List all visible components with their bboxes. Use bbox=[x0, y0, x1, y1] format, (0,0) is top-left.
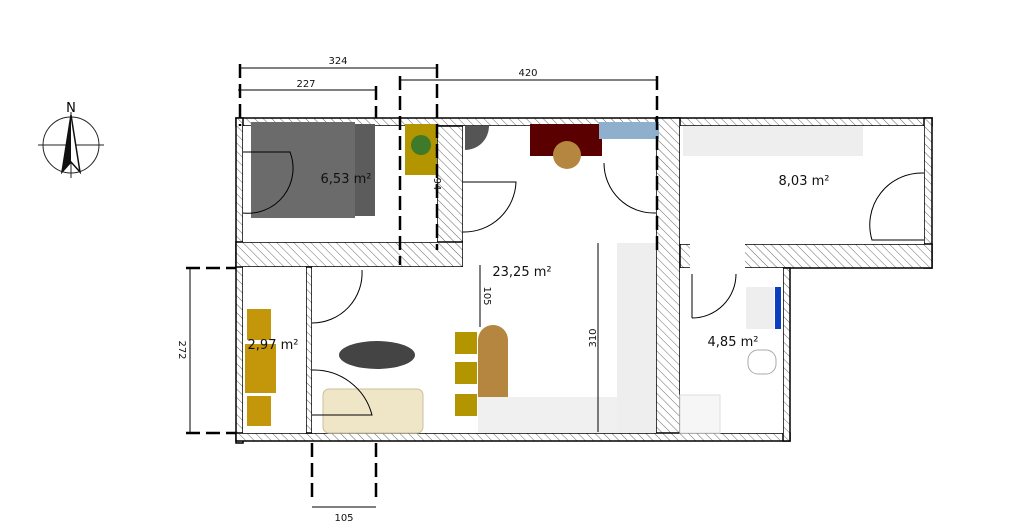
area-labels: 6,53 m² 23,25 m² 8,03 m² 2,97 m² 4,85 m² bbox=[248, 172, 830, 353]
dim-227: 227 bbox=[296, 79, 315, 90]
plant-leaves bbox=[411, 135, 431, 155]
area-right-room: 8,03 m² bbox=[779, 174, 830, 189]
dim-310: 310 bbox=[588, 328, 599, 347]
dimension-labels: 324 227 420 272 310 105 105 94 bbox=[176, 56, 599, 524]
bar-counter bbox=[478, 325, 508, 420]
bed-pillows bbox=[355, 124, 375, 216]
sink bbox=[746, 287, 774, 329]
bed bbox=[251, 122, 355, 218]
chair bbox=[247, 396, 271, 426]
compass-icon: N bbox=[38, 101, 104, 178]
dim-105-horizontal: 105 bbox=[334, 513, 353, 524]
bar-stool bbox=[455, 362, 477, 384]
sofa bbox=[322, 388, 424, 434]
shelf bbox=[599, 122, 659, 139]
shower bbox=[679, 394, 721, 434]
coffee-table bbox=[339, 341, 415, 369]
area-balcony: 2,97 m² bbox=[248, 338, 299, 353]
dimension-lines bbox=[186, 64, 659, 508]
dim-272: 272 bbox=[176, 340, 187, 359]
dim-420: 420 bbox=[518, 68, 537, 79]
doors bbox=[242, 151, 925, 416]
desk-chair bbox=[553, 141, 581, 169]
area-bathroom: 4,85 m² bbox=[708, 335, 759, 350]
round-fixture bbox=[465, 126, 489, 150]
bench bbox=[245, 344, 276, 393]
toilet bbox=[747, 349, 777, 375]
dim-105-vertical: 105 bbox=[481, 286, 492, 305]
bar-stool bbox=[455, 394, 477, 416]
compass-north-label: N bbox=[66, 101, 76, 116]
radiator bbox=[775, 287, 781, 329]
wardrobe bbox=[683, 126, 863, 156]
area-bedroom: 6,53 m² bbox=[321, 172, 372, 187]
dim-324: 324 bbox=[328, 56, 347, 67]
dim-94: 94 bbox=[431, 178, 442, 191]
walls bbox=[235, 117, 933, 444]
kitchen-cabinets bbox=[617, 243, 656, 433]
chair bbox=[247, 309, 271, 340]
bar-stool bbox=[455, 332, 477, 354]
bathroom-doorway bbox=[690, 244, 745, 268]
area-main-room: 23,25 m² bbox=[492, 265, 551, 280]
